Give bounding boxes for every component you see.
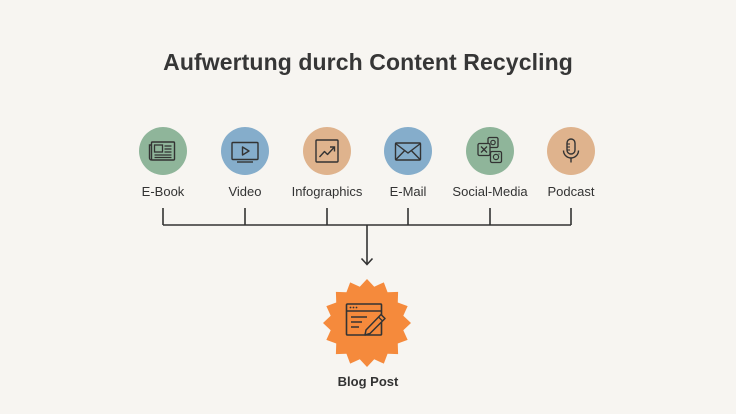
browser-edit-icon — [345, 303, 386, 336]
email-circle — [384, 127, 432, 175]
newspaper-icon — [148, 141, 176, 161]
source-social-media: Social-Media — [442, 127, 538, 217]
source-ebook: E-Book — [115, 127, 211, 217]
infographics-circle — [303, 127, 351, 175]
source-podcast: Podcast — [523, 127, 619, 217]
video-player-icon — [231, 141, 259, 163]
blog-post-badge — [323, 279, 411, 367]
source-label: Social-Media — [452, 184, 528, 199]
trend-chart-icon — [315, 139, 339, 163]
social-media-icon — [477, 136, 503, 164]
target-label: Blog Post — [337, 374, 399, 389]
envelope-icon — [394, 142, 422, 161]
source-infographics: Infographics — [279, 127, 375, 217]
video-circle — [221, 127, 269, 175]
ebook-circle — [139, 127, 187, 175]
podcast-circle — [547, 127, 595, 175]
source-label: E-Book — [141, 184, 185, 199]
source-video: Video — [197, 127, 293, 217]
source-label: Podcast — [547, 184, 595, 199]
source-email: E-Mail — [360, 127, 456, 217]
source-label: E-Mail — [389, 184, 427, 199]
source-label: Video — [228, 184, 262, 199]
social-media-circle — [466, 127, 514, 175]
microphone-icon — [562, 138, 580, 163]
arrow-head-icon — [360, 257, 374, 266]
source-label: Infographics — [291, 184, 363, 199]
diagram-title: Aufwertung durch Content Recycling — [163, 49, 573, 75]
